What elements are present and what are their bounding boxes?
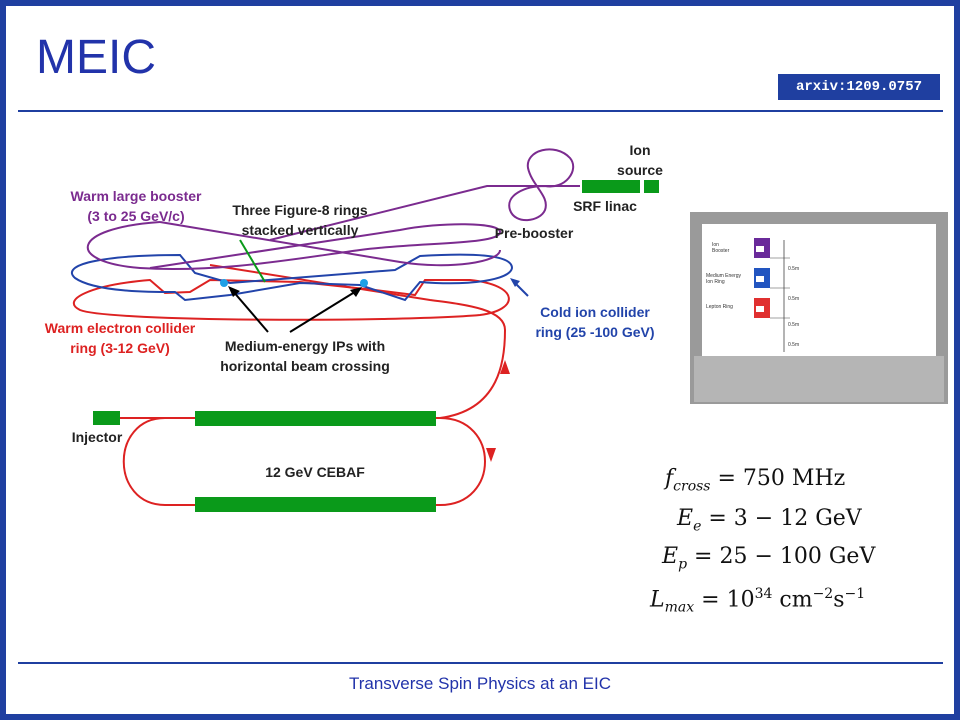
ips-line1: Medium-energy IPs with (224, 338, 386, 354)
eq-crossing-frequency: fcross = 750 MHz (665, 466, 845, 494)
warm-electron-line1: Warm electron collider (44, 320, 196, 336)
ion-source-label: Ion source (615, 140, 665, 180)
electron-collider-ring (72, 278, 510, 321)
cebaf-loop (122, 417, 486, 506)
slide-title: MEIC (36, 31, 156, 84)
spacing-1: 0.5m (788, 266, 800, 272)
slide-footer: Transverse Spin Physics at an EIC (348, 674, 612, 693)
warm-electron-label: Warm electron collider ring (3-12 GeV) (30, 318, 210, 358)
pre-booster-label: Pre-booster (494, 225, 574, 241)
eq-l-value-c: s (833, 587, 845, 613)
electron-transfer-line (209, 264, 507, 419)
warm-electron-line2: ring (3-12 GeV) (70, 340, 170, 356)
injector-label: Injector (71, 429, 123, 445)
ion-source-line1: Ion (629, 142, 651, 158)
eq-l-value-a: = 10 (701, 587, 755, 613)
eq-electron-energy: Ee = 3 − 12 GeV (677, 506, 862, 534)
ips-line2: horizontal beam crossing (220, 358, 390, 374)
eq-f-sub: cross (673, 478, 711, 495)
eq-proton-energy: Ep = 25 − 100 GeV (662, 544, 875, 572)
tunnel-medium-ring-2: Ion Ring (706, 279, 725, 285)
tunnel-lepton-ring: Lepton Ring (706, 304, 733, 310)
tunnel-medium-ring: Medium Energy Ion Ring (706, 273, 741, 285)
cold-ion-line1: Cold ion collider (540, 304, 650, 320)
figure8-line1: Three Figure-8 rings (232, 202, 368, 218)
ion-collider-ring (71, 253, 514, 302)
eq-f-value: = 750 MHz (717, 466, 846, 491)
ip-right (360, 279, 368, 287)
eq-l-sub: max (664, 599, 695, 616)
tunnel-ion-booster: Ion Booster (712, 242, 729, 254)
eq-luminosity: Lmax = 1034 cm−2s−1 (650, 586, 865, 616)
tunnel-graphic (690, 212, 948, 404)
warm-booster-line2: (3 to 25 GeV/c) (87, 208, 185, 224)
pre-booster-ring (508, 148, 575, 222)
tunnel-medium-ring-1: Medium Energy (706, 273, 742, 279)
spacing-2: 0.5m (788, 296, 800, 302)
eq-l-value-b: cm (772, 587, 813, 613)
cold-ion-label: Cold ion collider ring (25 -100 GeV) (520, 302, 670, 342)
arxiv-badge: arxiv:1209.0757 (778, 74, 940, 100)
eq-ee-symbol: E (677, 506, 694, 531)
spacing-3: 0.5m (788, 322, 800, 328)
injector-bar (93, 411, 120, 425)
eq-ep-sub: p (678, 556, 688, 573)
booster-line-2 (159, 221, 501, 267)
tunnel-ion-booster-1: Ion (712, 242, 719, 248)
tunnel-ion-booster-2: Booster (712, 248, 730, 254)
cebaf-linac-top (195, 411, 436, 426)
spacing-4: 0.5m (788, 342, 800, 348)
warm-booster-label: Warm large booster (3 to 25 GeV/c) (56, 186, 216, 226)
eq-ep-symbol: E (662, 544, 679, 569)
eq-l-exp2: −2 (812, 586, 834, 602)
eq-ep-value: = 25 − 100 GeV (694, 544, 876, 569)
top-rule (18, 110, 943, 112)
cold-ion-line2: ring (25 -100 GeV) (535, 324, 655, 340)
cebaf-linac-bottom (195, 497, 436, 512)
eq-l-symbol: L (650, 587, 665, 613)
srf-linac-bar (582, 180, 640, 193)
ip-left (220, 279, 228, 287)
figure8-line2: stacked vertically (241, 222, 359, 238)
eq-l-exp: 34 (754, 586, 773, 602)
ion-source-bar (644, 180, 659, 193)
warm-booster-line1: Warm large booster (70, 188, 202, 204)
ips-label: Medium-energy IPs with horizontal beam c… (200, 336, 410, 376)
tunnel-cross-section: Ion Booster Medium Energy Ion Ring Lepto… (690, 212, 948, 404)
eq-f-symbol: f (665, 466, 674, 491)
figure8-label: Three Figure-8 rings stacked vertically (220, 200, 380, 240)
bottom-rule (18, 662, 943, 664)
eq-ee-value: = 3 − 12 GeV (708, 506, 862, 531)
srf-linac-label: SRF linac (573, 198, 637, 214)
cebaf-label: 12 GeV CEBAF (265, 464, 365, 480)
eq-ee-sub: e (693, 518, 702, 535)
eq-l-exp3: −1 (844, 586, 866, 602)
ion-source-line2: source (617, 162, 663, 178)
